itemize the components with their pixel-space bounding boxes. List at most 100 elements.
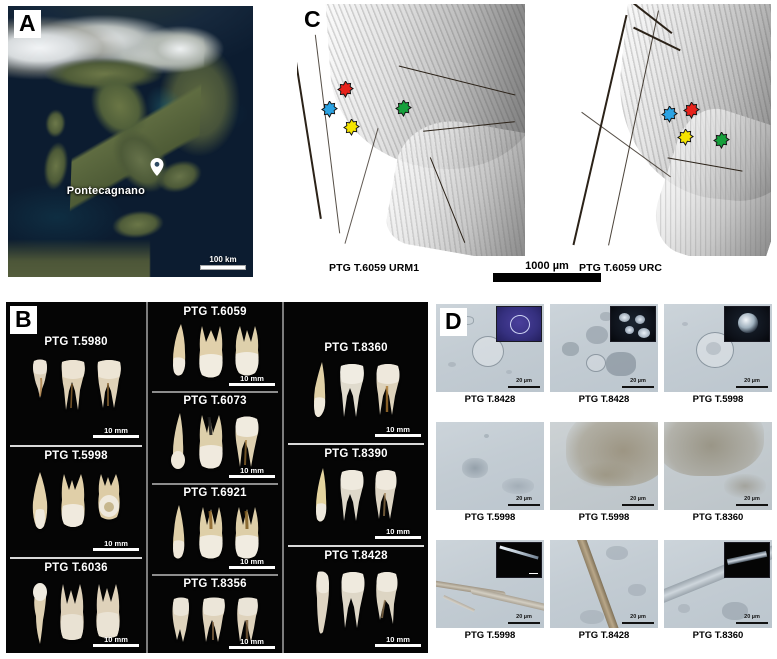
tooth-image (313, 468, 331, 529)
inset-granule (635, 315, 645, 324)
map-pin-icon (150, 157, 164, 176)
debris-mass-secondary (724, 474, 766, 498)
specimen-scale-line (229, 383, 275, 386)
micrograph-scale-label: 20 µm (630, 496, 646, 502)
specimen-group-8390: PTG T.8390 10 mm (284, 448, 428, 544)
tooth-image (233, 324, 261, 383)
specimen-scale-line (93, 435, 139, 438)
specimen-label: PTG T.6073 (183, 395, 247, 407)
panel-c-scale-bar-line (493, 273, 601, 283)
specimen-divider (288, 545, 424, 547)
specimen-label: PTG T.8356 (183, 578, 247, 590)
micrograph-cell-5: 20 µm PTG T.5998 (550, 422, 658, 530)
micrograph-caption: PTG T.8428 (578, 630, 630, 641)
micrograph-image: 20 µm (550, 304, 658, 392)
specimen-scale-line (229, 646, 275, 649)
micrograph-caption: PTG T.8360 (692, 512, 744, 523)
thin-section-caption-urc: PTG T.6059 URC (579, 262, 663, 274)
sample-marker-red (337, 81, 354, 98)
specimen-scale-label: 10 mm (240, 556, 264, 566)
specimen-divider (152, 574, 278, 576)
island-corsica (41, 105, 71, 143)
micrograph-image: 20 µm (664, 304, 772, 392)
debris-cluster (462, 458, 488, 478)
tooth-image (374, 570, 400, 633)
specimen-scale-label: 10 mm (386, 424, 410, 434)
sample-marker-blue (661, 106, 678, 123)
map-place-label: Pontecagnano (66, 184, 145, 197)
panel-a-map: Pontecagnano 100 km A (8, 6, 253, 277)
micrograph-cell-4: 20 µm PTG T.5998 (436, 422, 544, 530)
tooth-image (338, 468, 366, 529)
micrograph-caption: PTG T.5998 (692, 394, 744, 405)
landmass-north-africa (8, 239, 151, 277)
starch-cluster (562, 342, 579, 356)
specimen-scale-bar: 10 mm (375, 424, 421, 437)
micrograph-scale-bar: 20 µm (736, 378, 768, 388)
specimen-scale-label: 10 mm (240, 465, 264, 475)
micrograph-scale-label: 20 µm (630, 614, 646, 620)
micrograph-scale-label: 20 µm (516, 614, 532, 620)
specimen-label: PTG T.6059 (183, 306, 247, 318)
specimen-label: PTG T.6921 (183, 487, 247, 499)
specimen-group-6921: PTG T.6921 10 mm (148, 487, 282, 573)
specimen-scale-bar: 10 mm (375, 527, 421, 539)
tooth-image (196, 413, 226, 476)
map-scale-bar-line (200, 265, 246, 270)
tooth-image (200, 596, 228, 649)
micrograph-scale-line (736, 621, 768, 624)
plant-fiber (470, 586, 544, 613)
column-divider (146, 302, 148, 653)
debris-cluster (606, 546, 628, 560)
specimen-scale-bar: 10 mm (93, 426, 139, 438)
micrograph-inset-polarized (724, 542, 770, 578)
debris-cluster (580, 610, 604, 624)
starch-cluster (606, 352, 636, 376)
specimen-label: PTG T.5980 (44, 336, 108, 348)
specimen-label: PTG T.8360 (324, 342, 388, 354)
tooth-image (310, 362, 330, 425)
specimen-group-6036: PTG T.6036 10 mm (6, 562, 146, 653)
tooth-image (233, 505, 261, 566)
micrograph-caption: PTG T.5998 (464, 630, 516, 641)
micrograph-scale-label: 20 µm (744, 614, 760, 620)
specimen-scale-line (375, 644, 421, 647)
debris-cluster (502, 478, 534, 494)
micrograph-inset-polarized (724, 306, 770, 342)
panel-b-column-3: PTG T.8360 10 mm (284, 302, 428, 653)
column-divider (282, 302, 284, 653)
specimen-divider (152, 483, 278, 485)
specimen-scale-label: 10 mm (240, 373, 264, 383)
specimen-divider (10, 445, 142, 447)
panel-letter-b: B (10, 306, 37, 334)
specimen-scale-line (229, 566, 275, 569)
specimen-scale-bar: 10 mm (93, 539, 139, 551)
tooth-image (95, 358, 123, 417)
debris-particle (600, 312, 612, 321)
tooth-image (30, 582, 50, 649)
specimen-scale-label: 10 mm (386, 634, 410, 644)
micrograph-caption: PTG T.8428 (578, 394, 630, 405)
micrograph-cell-9: 20 µm PTG T.8360 (664, 540, 772, 648)
inset-granule (619, 313, 630, 322)
granule-hilum (706, 342, 721, 355)
sample-marker-green (713, 132, 730, 149)
inset-granule (738, 313, 758, 333)
specimen-label: PTG T.5998 (44, 450, 108, 462)
specimen-scale-line (375, 536, 421, 539)
specimen-scale-bar: 10 mm (93, 635, 139, 647)
specimen-scale-bar: 10 mm (229, 637, 275, 649)
panel-d-microremains: 20 µm PTG T.8428 20 µm (436, 302, 773, 655)
tooth-image (337, 362, 367, 425)
debris-mass-edge (578, 462, 634, 488)
specimen-group-8428: PTG T.8428 10 mm (284, 550, 428, 653)
specimen-scale-line (229, 475, 275, 478)
micrograph-inset-polarized (496, 306, 542, 342)
thin-section-caption-urm1: PTG T.6059 URM1 (329, 262, 420, 274)
micrograph-scale-label: 20 µm (630, 378, 646, 384)
specimen-label: PTG T.8390 (324, 448, 388, 460)
specimen-scale-bar: 10 mm (229, 373, 275, 386)
specimen-label: PTG T.8428 (324, 550, 388, 562)
specimen-group-6073: PTG T.6073 10 mm (148, 395, 282, 482)
micrograph-scale-bar: 20 µm (736, 614, 768, 624)
